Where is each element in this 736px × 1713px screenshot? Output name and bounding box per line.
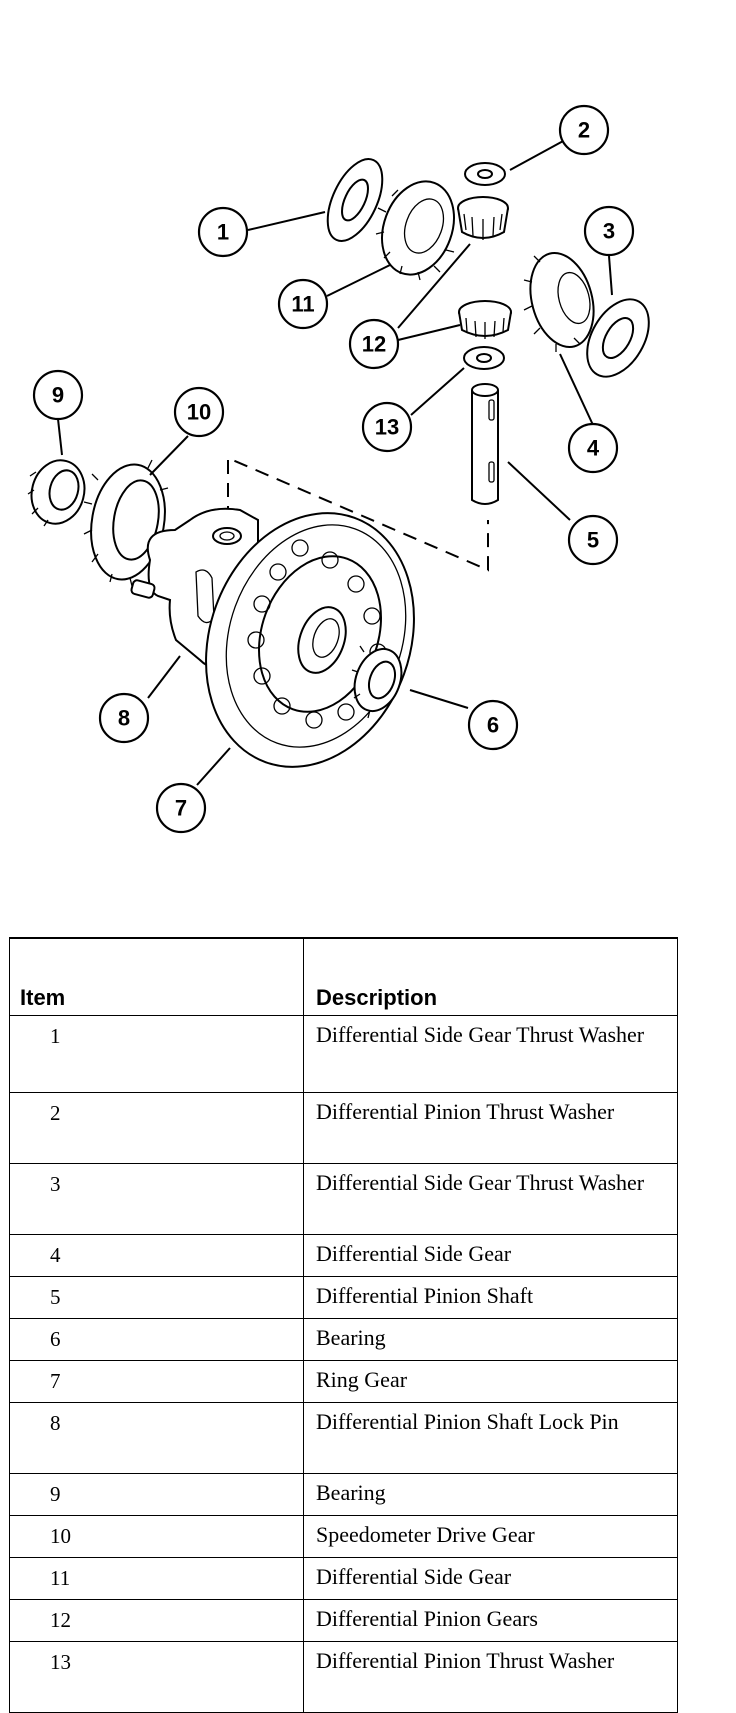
leader-5 bbox=[507, 461, 571, 521]
callout-11: 11 bbox=[277, 278, 329, 330]
callout-13: 13 bbox=[361, 401, 413, 453]
svg-text:6: 6 bbox=[487, 713, 499, 738]
leader-10 bbox=[149, 435, 189, 476]
row-item: 8 bbox=[9, 1402, 304, 1474]
table-row: 10 Speedometer Drive Gear bbox=[9, 1515, 678, 1558]
callout-1: 1 bbox=[197, 206, 249, 258]
svg-text:7: 7 bbox=[175, 796, 187, 821]
leader-8 bbox=[147, 655, 181, 699]
header-item: Item bbox=[9, 937, 304, 1016]
table-row: 11 Differential Side Gear bbox=[9, 1557, 678, 1600]
table-row: 2 Differential Pinion Thrust Washer bbox=[9, 1092, 678, 1164]
svg-text:11: 11 bbox=[291, 292, 314, 317]
table-header-row: Item Description bbox=[9, 937, 678, 1016]
table-row: 6 Bearing bbox=[9, 1318, 678, 1361]
leader-lines bbox=[57, 139, 613, 786]
leader-7 bbox=[196, 747, 231, 786]
header-description: Description bbox=[303, 937, 678, 1016]
leader-3 bbox=[608, 255, 613, 296]
callout-8: 8 bbox=[98, 692, 150, 744]
callout-12: 12 bbox=[348, 318, 400, 370]
row-description: Differential Side Gear bbox=[303, 1234, 678, 1277]
row-item: 4 bbox=[9, 1234, 304, 1277]
svg-text:8: 8 bbox=[118, 706, 130, 731]
part-bearing-right bbox=[351, 645, 403, 719]
callout-4: 4 bbox=[567, 422, 619, 474]
part-pinion-gear-lower bbox=[458, 300, 512, 339]
svg-text:13: 13 bbox=[375, 415, 399, 440]
table-row: 1 Differential Side Gear Thrust Washer bbox=[9, 1015, 678, 1093]
table-row: 13 Differential Pinion Thrust Washer bbox=[9, 1641, 678, 1713]
callout-10: 10 bbox=[173, 386, 225, 438]
row-description: Bearing bbox=[303, 1318, 678, 1361]
row-item: 7 bbox=[9, 1360, 304, 1403]
callout-7: 7 bbox=[155, 782, 207, 834]
row-item: 2 bbox=[9, 1092, 304, 1164]
leader-1 bbox=[247, 211, 326, 231]
svg-text:4: 4 bbox=[587, 436, 600, 461]
row-item: 1 bbox=[9, 1015, 304, 1093]
leader-12b bbox=[397, 243, 471, 329]
callout-9: 9 bbox=[32, 369, 84, 421]
row-item: 6 bbox=[9, 1318, 304, 1361]
row-description: Differential Pinion Gears bbox=[303, 1599, 678, 1642]
svg-text:5: 5 bbox=[587, 528, 599, 553]
leader-6 bbox=[409, 689, 469, 709]
callout-3: 3 bbox=[583, 205, 635, 257]
svg-text:3: 3 bbox=[603, 219, 615, 244]
row-description: Differential Pinion Shaft bbox=[303, 1276, 678, 1319]
leader-2 bbox=[509, 139, 566, 171]
row-description: Differential Side Gear Thrust Washer bbox=[303, 1163, 678, 1235]
row-description: Bearing bbox=[303, 1473, 678, 1516]
row-description: Differential Side Gear Thrust Washer bbox=[303, 1015, 678, 1093]
part-side-gear-right bbox=[523, 251, 595, 352]
table-row: 8 Differential Pinion Shaft Lock Pin bbox=[9, 1402, 678, 1474]
leader-9 bbox=[57, 418, 63, 456]
part-pinion-thrust-washer-lower bbox=[463, 346, 505, 370]
row-item: 10 bbox=[9, 1515, 304, 1558]
row-item: 5 bbox=[9, 1276, 304, 1319]
row-description: Speedometer Drive Gear bbox=[303, 1515, 678, 1558]
row-description: Differential Pinion Thrust Washer bbox=[303, 1092, 678, 1164]
svg-text:2: 2 bbox=[578, 118, 590, 143]
leader-13 bbox=[410, 367, 465, 416]
part-side-gear-thrust-washer-left bbox=[326, 158, 384, 242]
parts-legend-table: Item Description 1 Differential Side Gea… bbox=[9, 937, 678, 1713]
row-description: Differential Pinion Thrust Washer bbox=[303, 1641, 678, 1713]
row-description: Differential Pinion Shaft Lock Pin bbox=[303, 1402, 678, 1474]
row-item: 12 bbox=[9, 1599, 304, 1642]
part-bearing-left bbox=[27, 459, 86, 527]
leader-4 bbox=[559, 353, 594, 426]
callout-6: 6 bbox=[467, 699, 519, 751]
part-side-gear-thrust-washer-right bbox=[586, 298, 650, 378]
table-row: 4 Differential Side Gear bbox=[9, 1234, 678, 1277]
callout-5: 5 bbox=[567, 514, 619, 566]
row-description: Differential Side Gear bbox=[303, 1557, 678, 1600]
part-pinion-shaft bbox=[471, 383, 499, 505]
row-description: Ring Gear bbox=[303, 1360, 678, 1403]
row-item: 9 bbox=[9, 1473, 304, 1516]
row-item: 3 bbox=[9, 1163, 304, 1235]
part-pinion-thrust-washer-top bbox=[464, 162, 506, 186]
callout-2: 2 bbox=[558, 104, 610, 156]
svg-text:12: 12 bbox=[362, 332, 386, 357]
alignment-dashed-line bbox=[227, 456, 489, 572]
row-item: 11 bbox=[9, 1557, 304, 1600]
table-row: 5 Differential Pinion Shaft bbox=[9, 1276, 678, 1319]
table-row: 7 Ring Gear bbox=[9, 1360, 678, 1403]
exploded-differential-diagram: 1 2 3 4 5 6 7 8 9 10 11 12 bbox=[27, 104, 650, 834]
leader-12a bbox=[397, 324, 461, 341]
part-pinion-gear-upper bbox=[457, 196, 509, 240]
svg-text:9: 9 bbox=[52, 383, 64, 408]
svg-text:10: 10 bbox=[187, 400, 211, 425]
leader-11 bbox=[326, 264, 391, 297]
part-speedometer-drive-gear bbox=[83, 459, 169, 587]
table-row: 9 Bearing bbox=[9, 1473, 678, 1516]
svg-text:1: 1 bbox=[217, 220, 229, 245]
table-row: 3 Differential Side Gear Thrust Washer bbox=[9, 1163, 678, 1235]
row-item: 13 bbox=[9, 1641, 304, 1713]
part-side-gear-left bbox=[375, 180, 455, 281]
table-row: 12 Differential Pinion Gears bbox=[9, 1599, 678, 1642]
